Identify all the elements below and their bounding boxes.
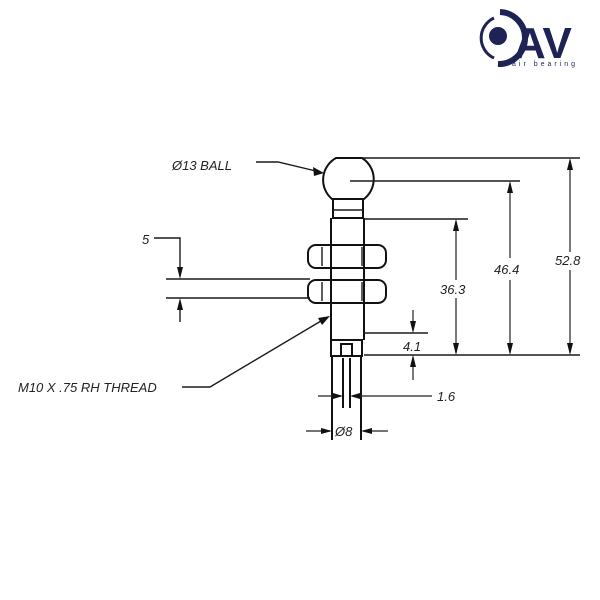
dim-slot-depth: 4.1	[364, 310, 428, 380]
ball-center-height-value: 46.4	[494, 262, 519, 277]
overall-height-value: 52.8	[555, 253, 581, 268]
logo-mark-icon	[479, 9, 528, 68]
dim-slot-width: 1.6	[318, 389, 456, 404]
thread-callout: M10 X .75 RH THREAD	[18, 316, 330, 395]
dim-shank-diameter: Ø8	[306, 424, 388, 439]
slot-depth-value: 4.1	[403, 339, 421, 354]
dim-nut-gap: 5	[142, 232, 310, 322]
shank-diameter-value: Ø8	[334, 424, 353, 439]
ball-callout: Ø13 BALL	[171, 158, 324, 176]
nut-gap-value: 5	[142, 232, 150, 247]
neck-height-value: 36.3	[440, 282, 466, 297]
company-logo: AV air bearing	[479, 9, 578, 68]
thread-label: M10 X .75 RH THREAD	[18, 380, 157, 395]
slot-width-value: 1.6	[437, 389, 456, 404]
logo-text: AV	[514, 19, 573, 68]
logo-tagline: air bearing	[512, 61, 578, 68]
dim-neck-height: 36.3	[440, 219, 466, 355]
ball-label: Ø13 BALL	[171, 158, 232, 173]
ball-stud-part	[307, 157, 387, 440]
dim-overall-height: 52.8	[555, 158, 581, 355]
dim-ball-center-height: 46.4	[494, 181, 519, 355]
